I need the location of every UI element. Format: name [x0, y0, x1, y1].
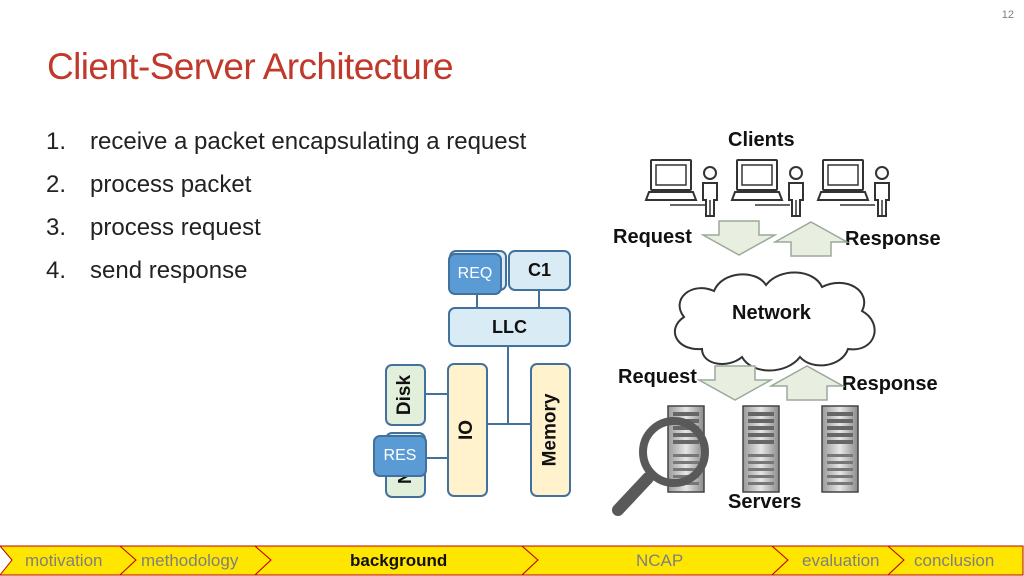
- step-text: receive a packet encapsulating a request: [90, 128, 527, 155]
- laptop-icon: [731, 159, 783, 201]
- clients-group: [645, 159, 890, 217]
- connector-nic-io: [424, 457, 448, 459]
- c1-label: C1: [527, 260, 551, 280]
- nav-item-background[interactable]: background: [350, 551, 448, 570]
- person-icon: [702, 166, 718, 217]
- connector-core-llc: [476, 289, 478, 308]
- nav-bar: [0, 545, 1024, 576]
- disk-label: Disk: [394, 374, 416, 416]
- slide-title: Client-Server Architecture: [47, 46, 454, 87]
- magnifier-icon: [612, 417, 709, 516]
- c1-box: C1: [508, 250, 571, 291]
- bus-line: [487, 423, 531, 425]
- step-item: 4. send response: [46, 253, 526, 296]
- clients-label: Clients: [728, 129, 795, 151]
- network-label: Network: [732, 302, 811, 324]
- step-number: 4.: [46, 257, 67, 284]
- server-icon: [742, 405, 780, 493]
- llc-box: LLC: [448, 307, 571, 347]
- nav-item-conclusion[interactable]: conclusion: [914, 551, 995, 570]
- connector-disk-io: [424, 393, 448, 395]
- step-item: 1. receive a packet encapsulating a reque…: [46, 124, 526, 167]
- response-top-label: Response: [845, 228, 941, 250]
- request-bottom-label: Request: [618, 366, 697, 388]
- nav-item-ncap[interactable]: NCAP: [636, 551, 684, 570]
- step-list: 1. receive a packet encapsulating a reque…: [46, 124, 526, 296]
- disk-box: Disk: [385, 364, 426, 426]
- person-icon: [874, 166, 890, 217]
- step-number: 1.: [46, 128, 67, 155]
- slide-number: 12: [1001, 9, 1014, 21]
- step-text: send response: [90, 257, 248, 284]
- memory-label: Memory: [539, 393, 561, 467]
- step-number: 2.: [46, 171, 67, 198]
- step-item: 3. process request: [46, 210, 526, 253]
- arrow-up-icon: [773, 221, 849, 257]
- laptop-icon: [645, 159, 697, 201]
- req-label: REQ: [457, 265, 493, 282]
- req-badge: REQ: [448, 253, 502, 295]
- cloud-icon: [673, 271, 876, 372]
- arrow-down-icon: [697, 365, 773, 401]
- connector-c1-llc: [538, 289, 540, 308]
- step-number: 3.: [46, 214, 67, 241]
- server-icon: [821, 405, 859, 493]
- step-text: process request: [90, 214, 261, 241]
- res-label: RES: [383, 447, 417, 464]
- nav-item-motivation[interactable]: motivation: [25, 551, 103, 570]
- response-bottom-label: Response: [842, 373, 938, 395]
- res-badge: RES: [373, 435, 427, 477]
- memory-box: Memory: [530, 363, 571, 497]
- llc-label: LLC: [492, 316, 527, 337]
- request-top-label: Request: [613, 226, 692, 248]
- step-item: 2. process packet: [46, 167, 526, 210]
- servers-label: Servers: [728, 491, 802, 513]
- arrow-down-icon: [701, 220, 777, 256]
- connector-llc-bus: [507, 346, 509, 424]
- step-text: process packet: [90, 171, 252, 198]
- io-box: IO: [447, 363, 488, 497]
- nav-item-methodology[interactable]: methodology: [141, 551, 239, 570]
- nav-item-evaluation[interactable]: evaluation: [802, 551, 880, 570]
- arrow-up-icon: [769, 365, 845, 401]
- person-icon: [788, 166, 804, 217]
- io-label: IO: [456, 419, 478, 441]
- laptop-icon: [817, 159, 869, 201]
